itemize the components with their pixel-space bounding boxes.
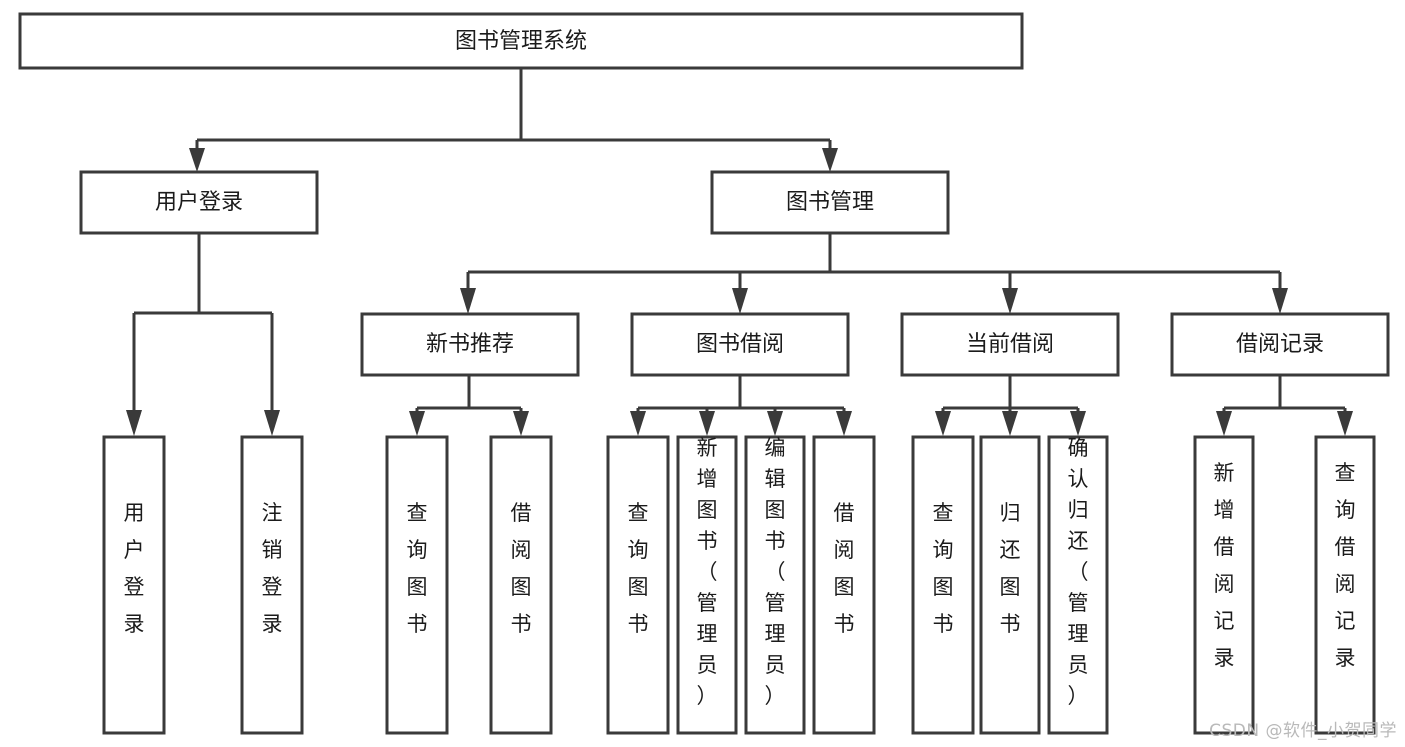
arrowhead-leaf-edit-book bbox=[767, 411, 783, 436]
node-leaf-query-book-2-box[interactable] bbox=[606, 435, 670, 735]
node-root-label: 图书管理系统 bbox=[455, 29, 587, 54]
node-leaf-logout-login-label: 注销登录 bbox=[262, 501, 283, 636]
node-new-book-recommend[interactable]: 新书推荐 bbox=[360, 312, 580, 377]
node-leaf-user-login-box[interactable] bbox=[102, 435, 166, 735]
node-leaf-query-book-1-label: 查询图书 bbox=[407, 501, 428, 636]
arrowhead-leaf-borrow-book-2 bbox=[836, 411, 852, 436]
node-borrow-record-label: 借阅记录 bbox=[1236, 332, 1324, 357]
node-user-login[interactable]: 用户登录 bbox=[79, 170, 319, 235]
node-leaf-query-book-3[interactable]: 查询图书 bbox=[911, 435, 975, 735]
arrowhead-borrow-record bbox=[1272, 288, 1288, 314]
arrowhead-leaf-query-record bbox=[1337, 411, 1353, 436]
node-book-borrow[interactable]: 图书借阅 bbox=[630, 312, 850, 377]
node-leaf-query-book-2-label: 查询图书 bbox=[628, 501, 649, 636]
csdn-watermark: CSDN @软件_小贺同学 bbox=[1209, 721, 1397, 741]
node-leaf-add-record-box[interactable] bbox=[1193, 435, 1255, 735]
arrowhead-current-borrow bbox=[1002, 288, 1018, 314]
node-current-borrow-box[interactable] bbox=[900, 312, 1120, 377]
node-leaf-add-book-label: 新增图书（管理员） bbox=[697, 436, 718, 708]
node-root[interactable]: 图书管理系统 bbox=[18, 12, 1024, 70]
node-current-borrow-label: 当前借阅 bbox=[966, 332, 1054, 357]
node-leaf-confirm-return-label: 确认归还（管理员） bbox=[1068, 436, 1089, 708]
arrowhead-leaf-query-book-1 bbox=[409, 411, 425, 436]
node-user-login-label: 用户登录 bbox=[155, 190, 243, 215]
node-book-borrow-box[interactable] bbox=[630, 312, 850, 377]
node-new-book-recommend-label: 新书推荐 bbox=[426, 332, 514, 357]
arrowhead-leaf-add-record bbox=[1216, 411, 1232, 436]
node-leaf-logout-login-box[interactable] bbox=[240, 435, 304, 735]
node-leaf-borrow-book-2[interactable]: 借阅图书 bbox=[812, 435, 876, 735]
node-leaf-query-record[interactable]: 查询借阅记录 bbox=[1314, 435, 1376, 735]
node-book-manage[interactable]: 图书管理 bbox=[710, 170, 950, 235]
arrowhead-user-login bbox=[189, 148, 205, 172]
node-leaf-edit-book-label: 编辑图书（管理员） bbox=[765, 436, 786, 708]
node-leaf-add-record[interactable]: 新增借阅记录 bbox=[1193, 435, 1255, 735]
node-leaf-query-book-3-box[interactable] bbox=[911, 435, 975, 735]
node-new-book-recommend-box[interactable] bbox=[360, 312, 580, 377]
node-book-manage-box[interactable] bbox=[710, 170, 950, 235]
node-leaf-borrow-book-1-label: 借阅图书 bbox=[511, 501, 532, 636]
node-leaf-query-book-2[interactable]: 查询图书 bbox=[606, 435, 670, 735]
arrowhead-leaf-add-book bbox=[699, 411, 715, 436]
node-leaf-edit-book-box[interactable] bbox=[744, 435, 806, 735]
arrowhead-leaf-user-login bbox=[126, 410, 142, 436]
node-leaf-add-record-label: 新增借阅记录 bbox=[1214, 461, 1235, 670]
node-leaf-borrow-book-2-label: 借阅图书 bbox=[834, 501, 855, 636]
node-leaf-user-login-label: 用户登录 bbox=[124, 501, 145, 636]
node-leaf-user-login[interactable]: 用户登录 bbox=[102, 435, 166, 735]
node-leaf-query-book-1[interactable]: 查询图书 bbox=[385, 435, 449, 735]
node-leaf-confirm-return[interactable]: 确认归还（管理员） bbox=[1047, 435, 1109, 735]
arrowhead-book-manage bbox=[822, 148, 838, 172]
node-leaf-borrow-book-1-box[interactable] bbox=[489, 435, 553, 735]
node-leaf-query-record-box[interactable] bbox=[1314, 435, 1376, 735]
arrowhead-leaf-logout-login bbox=[264, 410, 280, 436]
node-leaf-return-book-box[interactable] bbox=[979, 435, 1041, 735]
node-leaf-query-book-3-label: 查询图书 bbox=[933, 501, 954, 636]
node-borrow-record[interactable]: 借阅记录 bbox=[1170, 312, 1390, 377]
node-leaf-query-book-1-box[interactable] bbox=[385, 435, 449, 735]
node-leaf-logout-login[interactable]: 注销登录 bbox=[240, 435, 304, 735]
arrowhead-leaf-return-book bbox=[1002, 411, 1018, 436]
connector-layer bbox=[126, 68, 1353, 436]
arrowhead-leaf-confirm-return bbox=[1070, 411, 1086, 436]
node-book-manage-label: 图书管理 bbox=[786, 190, 874, 215]
arrowhead-leaf-query-book-2 bbox=[630, 411, 646, 436]
arrowhead-leaf-borrow-book-1 bbox=[513, 411, 529, 436]
node-leaf-borrow-book-2-box[interactable] bbox=[812, 435, 876, 735]
node-root-box[interactable] bbox=[18, 12, 1024, 70]
node-leaf-add-book-box[interactable] bbox=[676, 435, 738, 735]
arrowhead-leaf-query-book-3 bbox=[935, 411, 951, 436]
node-leaf-confirm-return-box[interactable] bbox=[1047, 435, 1109, 735]
node-leaf-query-record-label: 查询借阅记录 bbox=[1335, 461, 1356, 670]
arrowhead-book-borrow bbox=[732, 288, 748, 314]
node-leaf-return-book-label: 归还图书 bbox=[1000, 501, 1021, 636]
arrowhead-new-book-recommend bbox=[460, 288, 476, 314]
node-user-login-box[interactable] bbox=[79, 170, 319, 235]
node-book-borrow-label: 图书借阅 bbox=[696, 332, 784, 357]
node-current-borrow[interactable]: 当前借阅 bbox=[900, 312, 1120, 377]
node-leaf-borrow-book-1[interactable]: 借阅图书 bbox=[489, 435, 553, 735]
node-leaf-edit-book[interactable]: 编辑图书（管理员） bbox=[744, 435, 806, 735]
node-leaf-add-book[interactable]: 新增图书（管理员） bbox=[676, 435, 738, 735]
node-borrow-record-box[interactable] bbox=[1170, 312, 1390, 377]
node-leaf-return-book[interactable]: 归还图书 bbox=[979, 435, 1041, 735]
